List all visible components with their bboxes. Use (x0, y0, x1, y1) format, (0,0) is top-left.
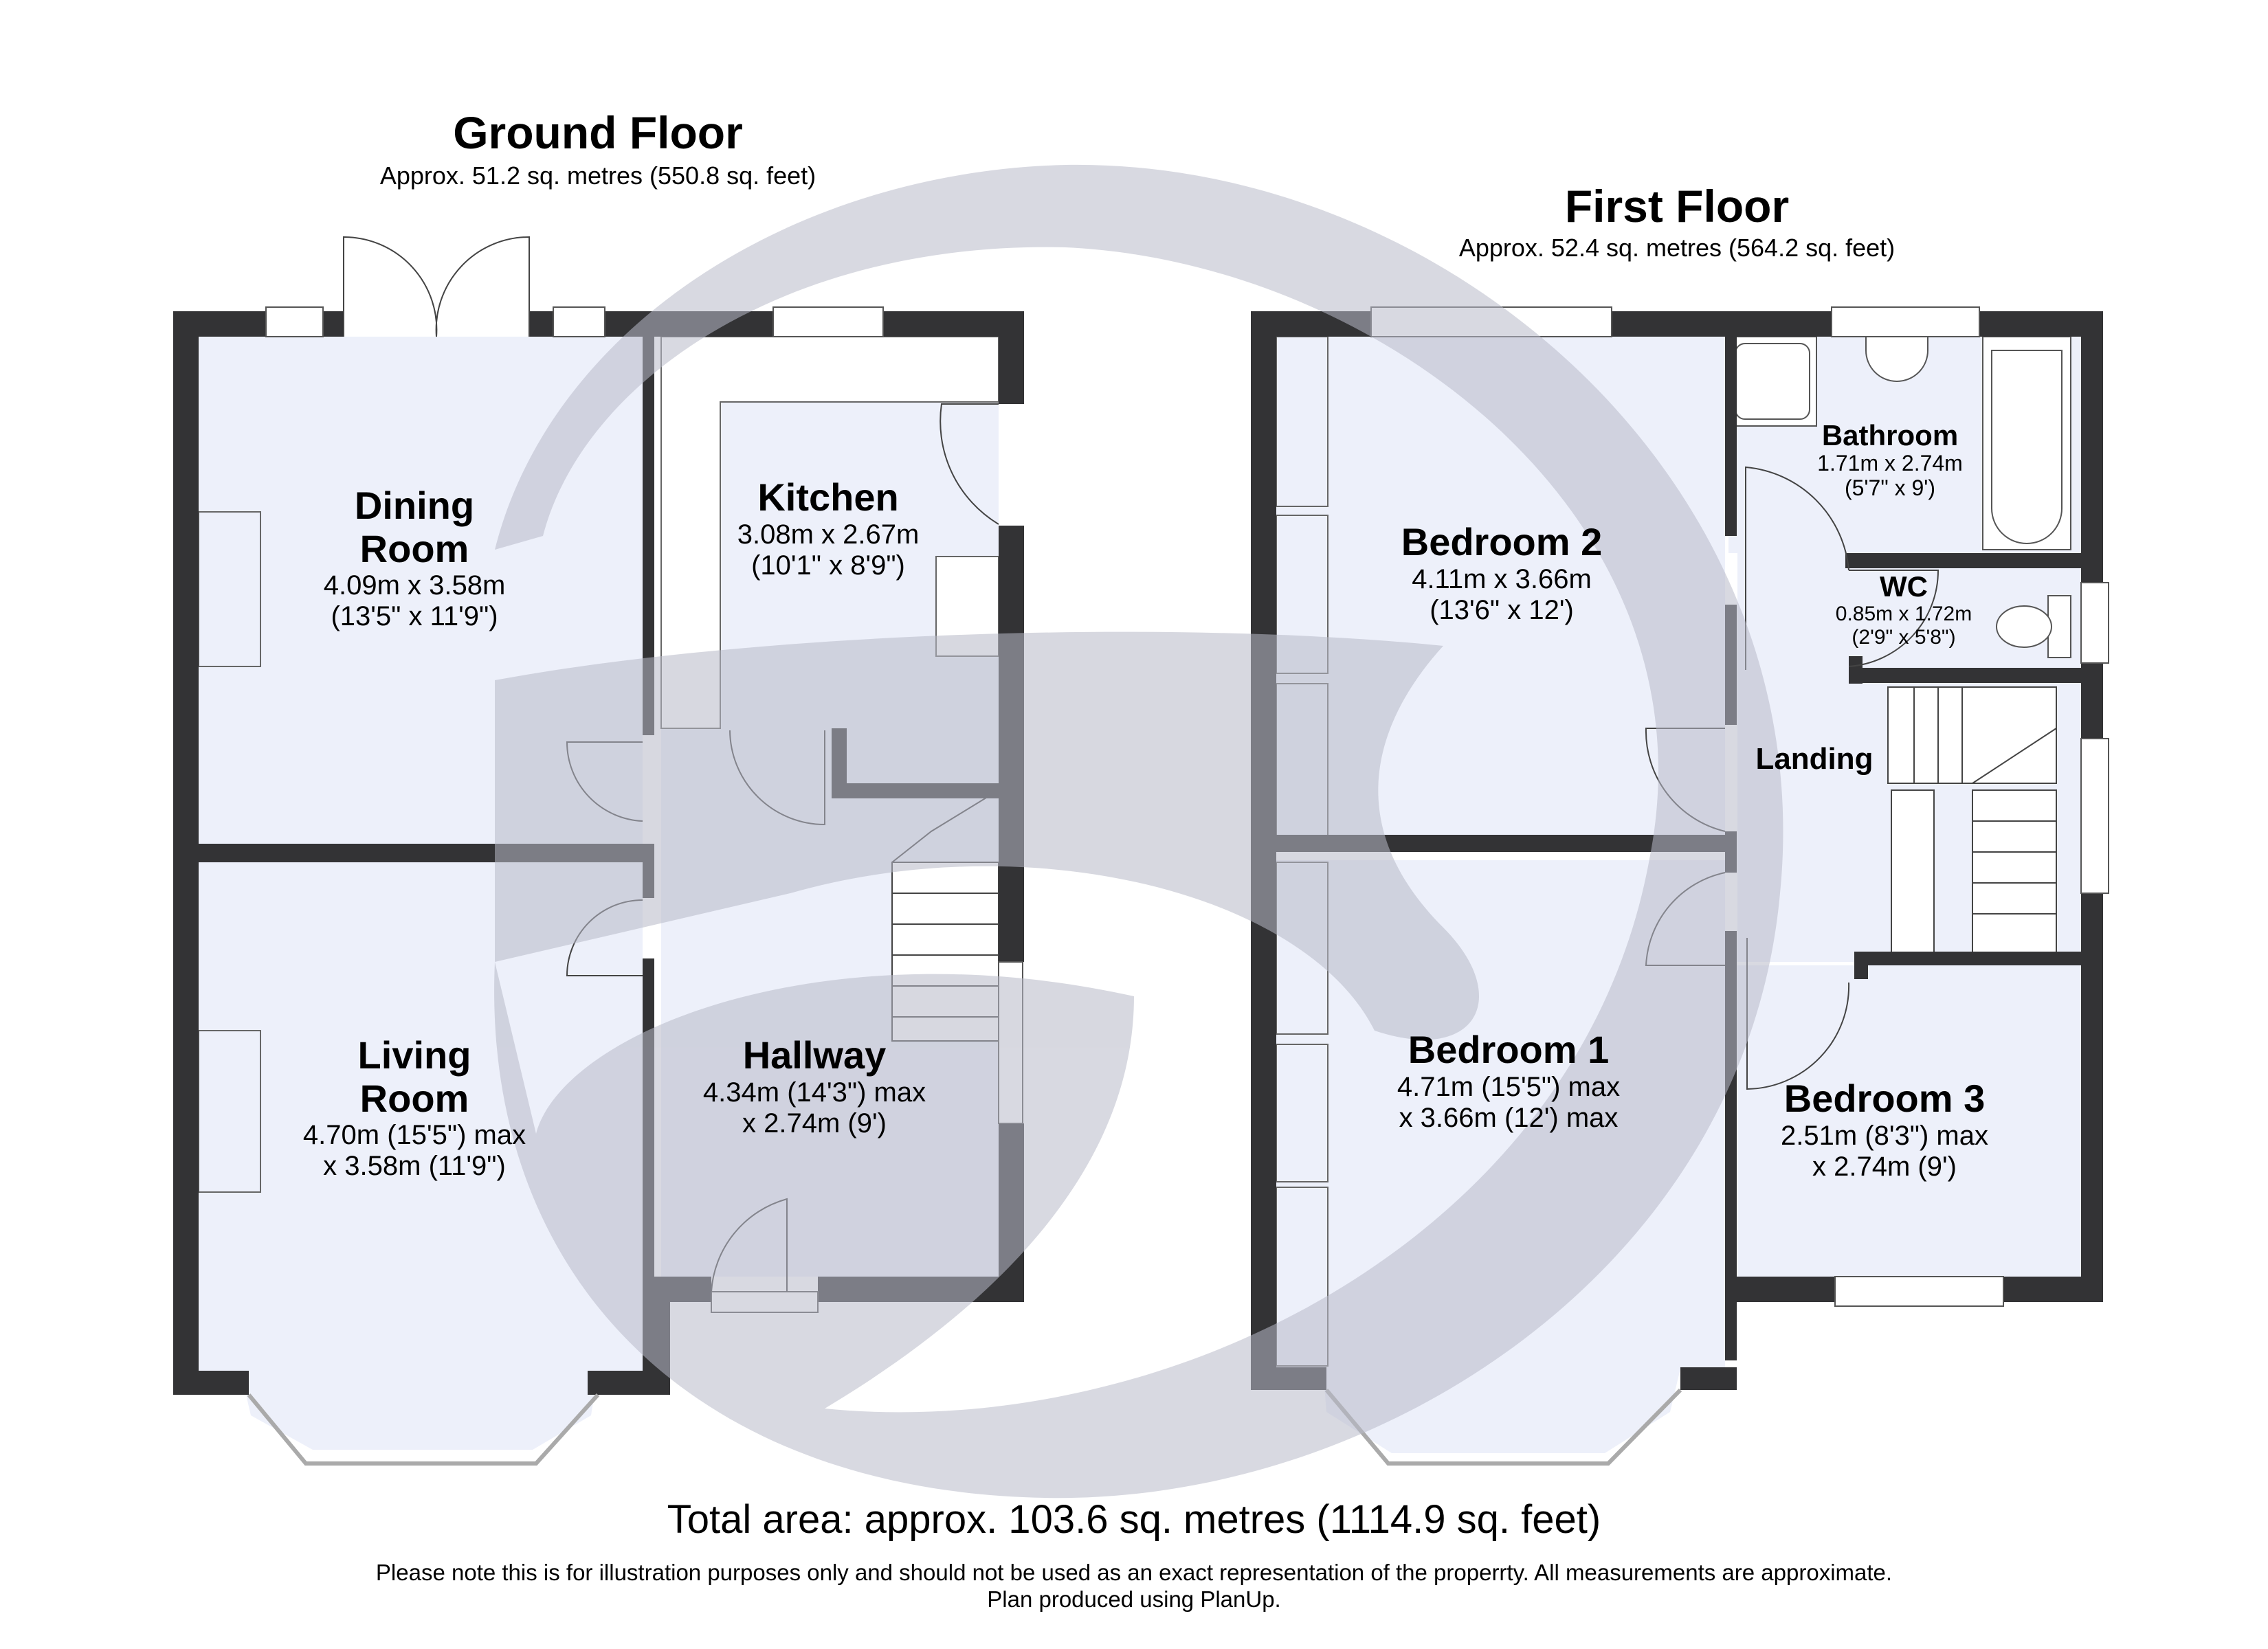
room-name: Bedroom 3 (1783, 1077, 1986, 1120)
room-name: Bedroom 2 (1401, 520, 1603, 563)
first-floor-area: Approx. 52.4 sq. metres (564.2 sq. feet) (1458, 234, 1895, 262)
dining-fireplace (198, 511, 261, 667)
room-dimensions-imperial: (2'9" x 5'8") (1852, 625, 1956, 649)
first-floor-title: First Floor (1564, 181, 1790, 232)
room-living: Living Room 4.70m (15'5") max x 3.58m (1… (302, 1033, 526, 1182)
room-dimensions-imperial: (13'6" x 12') (1430, 594, 1574, 625)
total-area: Total area: approx. 103.6 sq. metres (11… (667, 1497, 1601, 1542)
room-name: Bedroom 1 (1408, 1028, 1610, 1071)
room-bedroom-1: Bedroom 1 4.71m (15'5") max x 3.66m (12'… (1397, 1028, 1621, 1133)
disclaimer-text: Please note this is for illustration pur… (375, 1560, 1893, 1585)
room-dimensions-metric: 2.51m (8'3") max (1781, 1120, 1988, 1151)
room-kitchen: Kitchen 3.08m x 2.67m (10'1" x 8'9") (737, 475, 920, 581)
room-name: Bathroom (1821, 419, 1959, 451)
room-dining: Dining Room 4.09m x 3.58m (13'5" x 11'9"… (324, 484, 506, 632)
room-bedroom-2: Bedroom 2 4.11m x 3.66m (13'6" x 12') (1401, 520, 1603, 625)
bedroom3-floor (1737, 965, 2081, 1277)
room-landing: Landing (1755, 742, 1873, 776)
ground-floor-area: Approx. 51.2 sq. metres (550.8 sq. feet) (379, 161, 816, 190)
wc-window (2080, 582, 2109, 664)
room-dimensions-imperial: (5'7" x 9') (1844, 475, 1936, 500)
room-name-line2: Room (359, 1076, 469, 1120)
room-dimensions-metric: 4.11m x 3.66m (1412, 563, 1592, 594)
room-name: WC (1880, 570, 1928, 603)
room-dimensions-metric: 3.08m x 2.67m (737, 519, 920, 550)
living-bay-window (247, 1393, 600, 1466)
living-room-bay-floor (241, 1371, 598, 1450)
room-bathroom: Bathroom 1.71m x 2.74m (5'7" x 9') (1817, 419, 1963, 501)
room-bedroom-3: Bedroom 3 2.51m (8'3") max x 2.74m (9') (1781, 1077, 1988, 1182)
room-dimensions-metric: 4.70m (15'5") max (302, 1120, 526, 1151)
room-dimensions-metric: 4.09m x 3.58m (323, 570, 506, 601)
room-dimensions-imperial: x 3.66m (12') max (1399, 1102, 1619, 1133)
bathroom-window (1831, 306, 1980, 337)
disclaimer-block: Please note this is for illustration pur… (371, 1560, 1897, 1613)
room-dimensions-metric: 4.34m (14'3") max (702, 1077, 926, 1108)
room-wc: WC 0.85m x 1.72m (2'9" x 5'8") (1836, 570, 1972, 649)
room-hallway: Hallway 4.34m (14'3") max x 2.74m (9') (702, 1033, 926, 1138)
room-name: Kitchen (757, 475, 899, 519)
watermark-logo (494, 164, 1783, 1499)
dining-french-doors (343, 236, 530, 337)
room-name: Living (357, 1033, 471, 1077)
room-dimensions-imperial: (13'5" x 11'9") (331, 601, 498, 632)
room-dimensions-imperial: x 2.74m (9') (1812, 1151, 1957, 1182)
dining-window-left (265, 306, 324, 337)
dining-window-right (553, 306, 605, 337)
credit-text: Plan produced using PlanUp. (987, 1586, 1281, 1612)
room-dimensions-imperial: x 3.58m (11'9") (323, 1151, 506, 1182)
room-dimensions-imperial: (10'1" x 8'9") (751, 550, 905, 581)
washbasin (1865, 336, 1928, 382)
landing-window (2080, 738, 2109, 894)
room-name-line2: Room (359, 526, 469, 570)
room-dimensions-imperial: x 2.74m (9') (742, 1108, 887, 1138)
room-name: Landing (1755, 742, 1874, 776)
kitchen-window (772, 306, 884, 337)
ground-floor-title: Ground Floor (453, 107, 743, 158)
living-fireplace (198, 1030, 261, 1193)
room-name: Dining (354, 484, 475, 527)
room-dimensions-metric: 1.71m x 2.74m (1817, 451, 1963, 476)
room-dimensions-metric: 0.85m x 1.72m (1835, 603, 1972, 626)
bedroom3-window (1834, 1276, 2004, 1307)
room-dimensions-metric: 4.71m (15'5") max (1397, 1071, 1621, 1102)
first-stairs (1887, 686, 2057, 956)
toilet (1996, 605, 2052, 648)
bathroom-fixtures (1728, 336, 2071, 658)
room-name: Hallway (742, 1033, 887, 1077)
